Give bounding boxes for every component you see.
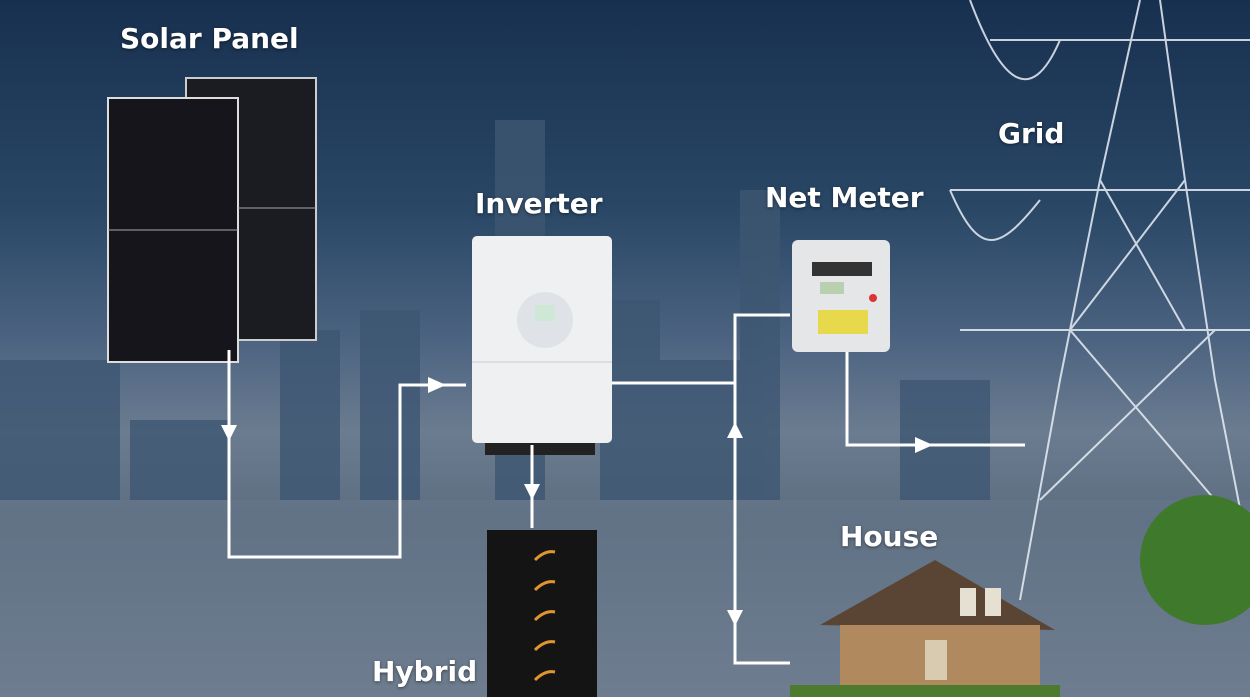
- transmission-tower: [949, 0, 1250, 601]
- arrow-down-icon: [221, 425, 237, 441]
- arrow-right-icon: [428, 377, 446, 393]
- arrow-up-icon: [727, 422, 743, 438]
- net-meter-image: [792, 240, 890, 352]
- meter-to-grid-line: [845, 352, 1025, 447]
- panel-to-inverter-line: [227, 350, 466, 559]
- arrow-down-icon: [524, 484, 540, 500]
- arrow-down-icon: [727, 610, 743, 626]
- battery-rack-image: [487, 530, 597, 697]
- house-image: [790, 560, 1060, 697]
- flow-arrows: [221, 377, 933, 626]
- tree-image: [1140, 495, 1250, 625]
- grid-label: Grid: [998, 117, 1065, 150]
- water: [0, 500, 1250, 697]
- bus-line: [733, 313, 790, 665]
- inverter-image: [472, 236, 612, 455]
- house-label: House: [840, 520, 939, 553]
- solar-panel-image: [107, 77, 317, 363]
- net-meter-label: Net Meter: [765, 181, 924, 214]
- flow-lines: [227, 313, 1025, 665]
- arrow-right-icon: [915, 437, 933, 453]
- city-skyline: [0, 120, 990, 500]
- inverter-label: Inverter: [475, 187, 603, 220]
- solar-panel-label: Solar Panel: [120, 22, 299, 55]
- battery-label: Hybrid: [372, 655, 478, 688]
